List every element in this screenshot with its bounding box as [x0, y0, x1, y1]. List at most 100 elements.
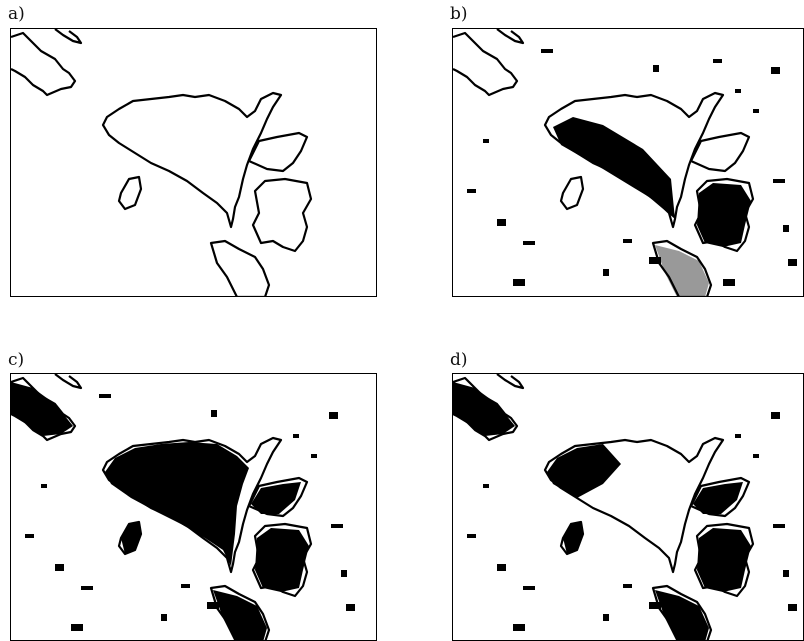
- patch-11: [513, 624, 525, 631]
- patch-3: [603, 614, 609, 621]
- patch-6: [735, 434, 741, 438]
- patch-island: [563, 522, 583, 554]
- panel-a-label: a): [8, 4, 25, 24]
- outline-top-left-coast: [11, 376, 77, 442]
- patch-1: [497, 219, 506, 226]
- patch-16: [713, 59, 722, 63]
- outline-main-field: [101, 91, 283, 229]
- patch-right-1: [255, 528, 309, 592]
- outline-small-island: [117, 520, 143, 556]
- patch-12: [753, 109, 759, 113]
- patch-10: [467, 189, 476, 193]
- patch-bottom-partial: [655, 245, 709, 296]
- patch-3: [161, 614, 167, 621]
- outline-main-field: [543, 436, 725, 574]
- outline-main-field: [543, 91, 725, 229]
- outline-right-field-1: [689, 131, 751, 173]
- outline-top-left-spit: [496, 29, 525, 45]
- outline-small-island: [559, 175, 585, 211]
- panel-b-map: [452, 28, 804, 297]
- patch-8: [773, 524, 785, 528]
- patch-8: [773, 179, 785, 183]
- panel-c-svg: [11, 374, 355, 640]
- patch-9: [341, 570, 347, 577]
- outline-right-field-2: [693, 177, 755, 253]
- patch-11: [513, 279, 525, 286]
- patch-right-1: [697, 528, 751, 592]
- patch-1: [55, 564, 64, 571]
- patch-1: [497, 564, 506, 571]
- outline-bottom-field: [651, 584, 713, 640]
- patch-top-left: [453, 382, 515, 436]
- panel-a-map: [10, 28, 377, 297]
- outline-top-left-coast: [453, 376, 519, 442]
- panel-c-map: [10, 373, 377, 641]
- patch-7: [329, 412, 338, 419]
- patch-right-0: [693, 482, 743, 514]
- outline-right-field-1: [247, 476, 309, 518]
- patch-12: [311, 454, 317, 458]
- outline-right-field-2: [251, 522, 313, 598]
- outline-right-field-1: [689, 476, 751, 518]
- patch-main-full: [105, 442, 249, 566]
- patch-15: [653, 65, 659, 72]
- panel-b-svg: [453, 29, 797, 296]
- patch-right-0: [251, 482, 301, 514]
- patch-13: [346, 604, 355, 611]
- patch-top-left-full: [11, 382, 73, 436]
- patch-5: [207, 602, 219, 609]
- patch-2: [523, 586, 535, 590]
- patch-12: [753, 454, 759, 458]
- patch-5: [649, 257, 661, 264]
- patch-main-edge: [547, 444, 621, 498]
- patch-11: [71, 624, 83, 631]
- outline-right-field-2: [693, 522, 755, 598]
- outline-top-left-spit: [54, 29, 83, 45]
- outline-top-left-coast: [453, 31, 519, 97]
- patch-6: [293, 434, 299, 438]
- outline-small-island: [559, 520, 585, 556]
- outline-bottom-field: [209, 584, 271, 640]
- patch-10: [25, 534, 34, 538]
- patch-7: [771, 412, 780, 419]
- outline-bottom-field: [209, 239, 271, 296]
- patch-4: [623, 239, 632, 243]
- outline-top-left-coast: [11, 31, 77, 97]
- patch-bottom-full: [213, 590, 267, 640]
- outline-main-field: [101, 436, 283, 574]
- patch-7: [771, 67, 780, 74]
- outline-top-left-spit: [54, 374, 83, 390]
- patch-3: [603, 269, 609, 276]
- patch-5: [649, 602, 661, 609]
- patch-bottom: [655, 590, 709, 640]
- panel-c-label: c): [8, 350, 25, 370]
- patch-6: [735, 89, 741, 93]
- outline-right-field-1: [247, 131, 309, 173]
- panel-a-svg: [11, 29, 313, 296]
- patch-9: [783, 570, 789, 577]
- patch-14: [541, 49, 553, 53]
- outline-right-field-2: [251, 177, 313, 253]
- patch-0: [41, 484, 47, 488]
- patch-right-field: [697, 183, 751, 247]
- patch-2: [81, 586, 93, 590]
- panel-d-svg: [453, 374, 797, 640]
- patch-2: [523, 241, 535, 245]
- outline-bottom-field: [651, 239, 713, 296]
- patch-0: [483, 484, 489, 488]
- patch-17: [723, 279, 735, 286]
- panel-d-map: [452, 373, 804, 641]
- panel-d-label: d): [450, 350, 468, 370]
- patch-9: [783, 225, 789, 232]
- patch-13: [788, 604, 797, 611]
- patch-4: [623, 584, 632, 588]
- outline-top-left-spit: [496, 374, 525, 390]
- patch-4: [181, 584, 190, 588]
- patch-10: [467, 534, 476, 538]
- patch-8: [331, 524, 343, 528]
- patch-14: [99, 394, 111, 398]
- panel-b-label: b): [450, 4, 468, 24]
- patch-island-full: [121, 522, 141, 554]
- patch-13: [788, 259, 797, 266]
- outline-small-island: [117, 175, 143, 211]
